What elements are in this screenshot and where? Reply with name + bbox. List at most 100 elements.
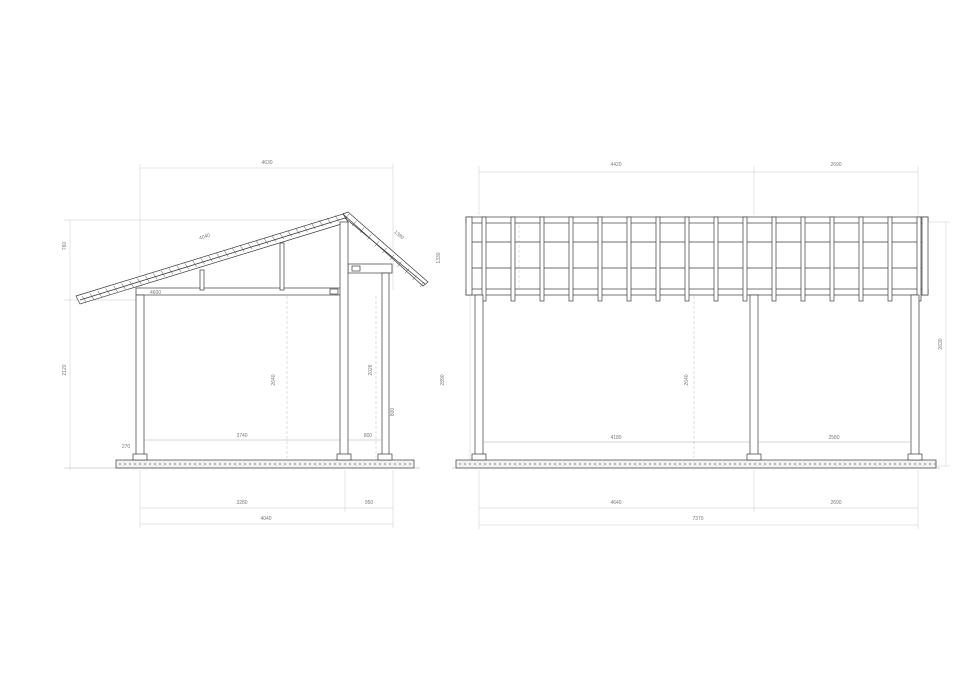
foundation-mark [718, 462, 722, 466]
foundation-mark [128, 462, 132, 466]
foundation-mark [703, 462, 707, 466]
foundation-mark [853, 462, 857, 466]
foundation-mark [558, 462, 562, 466]
front-foundation-hatch [458, 462, 937, 466]
front-footing-left [471, 453, 487, 461]
foundation-mark [358, 462, 362, 466]
foundation-mark [183, 462, 187, 466]
side-inner-height-a-label: 2640 [271, 374, 277, 385]
foundation-mark [578, 462, 582, 466]
foundation-mark [168, 462, 172, 466]
foundation-mark [693, 462, 697, 466]
roof-rafter [510, 216, 516, 302]
foundation-mark [758, 462, 762, 466]
side-strut-b [279, 242, 285, 291]
foundation-mark [888, 462, 892, 466]
foundation-mark [483, 462, 487, 466]
roof-tile [129, 280, 134, 288]
foundation-mark [473, 462, 477, 466]
roof-tile [279, 232, 284, 240]
foundation-mark [378, 462, 382, 466]
front-top-b-label: 2690 [830, 162, 841, 168]
roof-tile [303, 225, 308, 232]
foundation-mark [658, 462, 662, 466]
roof-tile [208, 255, 213, 262]
front-right-dimension: 2630 [928, 221, 950, 467]
side-tie-beam [135, 287, 343, 296]
foundation-mark [863, 462, 867, 466]
roof-tile [374, 241, 380, 247]
foundation-mark [663, 462, 667, 466]
side-small-label: 800 [390, 408, 396, 417]
foundation-mark [458, 462, 462, 466]
foundation-mark [543, 462, 547, 466]
foundation-mark [738, 462, 742, 466]
foundation-mark [908, 462, 912, 466]
foundation-mark [513, 462, 517, 466]
foundation-mark [723, 462, 727, 466]
foundation-mark [148, 462, 152, 466]
foundation-mark [838, 462, 842, 466]
foundation-mark [498, 462, 502, 466]
side-bottom-dimension: 3280 950 4040 [139, 470, 394, 528]
foundation-mark [333, 462, 337, 466]
side-elevation: 4630 760 2120 4040 1380 1330 4600 [62, 160, 442, 528]
front-bottom-b-label: 2690 [830, 500, 841, 506]
front-bottom-a-label: 4640 [610, 500, 621, 506]
foundation-mark [678, 462, 682, 466]
roof-tile [367, 234, 372, 240]
roof-tile [160, 270, 166, 277]
front-elevation: 4420 2690 2640 4180 2580 2890 [440, 162, 950, 529]
foundation-mark [218, 462, 222, 466]
roof-rafter [539, 216, 545, 302]
foundation-mark [613, 462, 617, 466]
roof-rafter [800, 216, 806, 302]
foundation-mark [258, 462, 262, 466]
foundation-mark [228, 462, 232, 466]
roof-tile [412, 275, 417, 281]
side-beam-tag-label: 4600 [150, 290, 161, 296]
foundation-mark [368, 462, 372, 466]
roof-tile [352, 220, 357, 226]
roof-tile [97, 290, 103, 298]
foundation-mark [233, 462, 237, 466]
roof-tile [232, 248, 237, 255]
foundation-mark [608, 462, 612, 466]
foundation-mark [343, 462, 347, 466]
front-inner-height-label: 2640 [684, 374, 690, 385]
foundation-mark [628, 462, 632, 466]
foundation-mark [383, 462, 387, 466]
foundation-mark [288, 462, 292, 466]
front-bottom-dimension: 4640 2690 7370 [478, 470, 919, 529]
roof-tile [105, 288, 110, 295]
foundation-mark [238, 462, 242, 466]
foundation-mark [848, 462, 852, 466]
foundation-mark [133, 462, 137, 466]
roof-rafter [916, 216, 922, 302]
foundation-mark [223, 462, 227, 466]
foundation-mark [318, 462, 322, 466]
foundation-mark [303, 462, 307, 466]
roof-rafter [771, 216, 777, 302]
foundation-mark [308, 462, 312, 466]
roof-tile [184, 263, 190, 270]
front-inner-span-b-label: 2580 [828, 435, 839, 441]
foundation-mark [748, 462, 752, 466]
foundation-mark [653, 462, 657, 466]
foundation-mark [583, 462, 587, 466]
foundation-mark [138, 462, 142, 466]
foundation-mark [773, 462, 777, 466]
foundation-mark [408, 462, 412, 466]
roof-tile [295, 227, 300, 235]
roof-tile [152, 273, 158, 280]
foundation-mark [813, 462, 817, 466]
roof-rafter [568, 216, 574, 302]
side-foundation-hatch [118, 462, 412, 466]
foundation-mark [278, 462, 282, 466]
side-post-left [135, 294, 145, 461]
roof-tile [247, 243, 253, 250]
foundation-mark [363, 462, 367, 466]
foundation-mark [253, 462, 257, 466]
front-right-height-label: 2630 [938, 338, 944, 349]
roof-tile [287, 230, 292, 237]
